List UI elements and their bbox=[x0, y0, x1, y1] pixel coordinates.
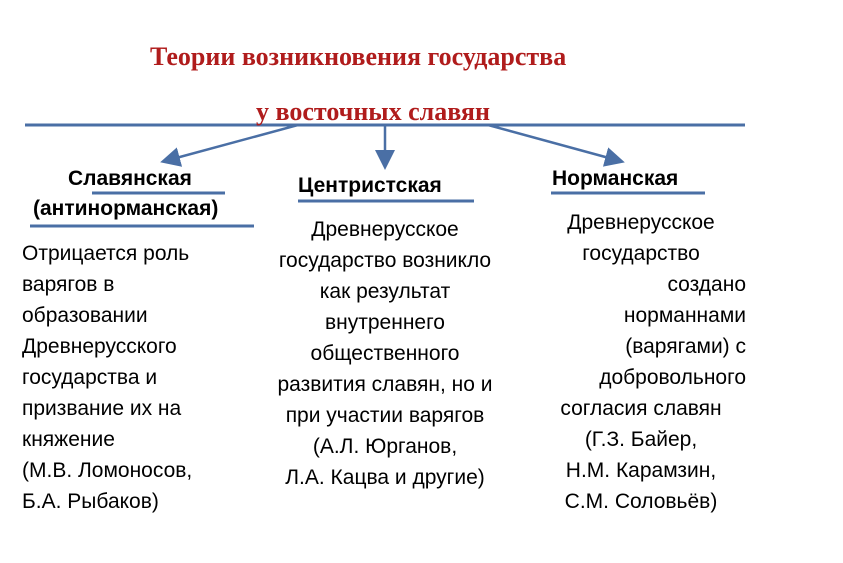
description-line: княжение bbox=[22, 428, 115, 451]
arrow-to-slavic bbox=[160, 123, 299, 167]
description-line: образовании bbox=[22, 304, 148, 327]
arrow-to-norman bbox=[487, 123, 625, 167]
description-line: создано bbox=[667, 273, 746, 296]
slavic-theory-description: Отрицается роль варягов в образовании Др… bbox=[22, 238, 192, 517]
page-title-line-1: Теории возникновения государства bbox=[150, 42, 567, 71]
description-line: варягов в bbox=[22, 273, 115, 296]
centrist-theory-heading: Центристская bbox=[298, 174, 442, 197]
centrist-theory-description: Древнерусское государство возникло как р… bbox=[250, 214, 520, 493]
description-line: (Г.З. Байер, bbox=[584, 428, 698, 451]
slavic-theory-subheading: (антинорманская) bbox=[33, 197, 219, 220]
description-line: общественного bbox=[310, 342, 460, 365]
description-line: С.М. Соловьёв) bbox=[564, 490, 718, 513]
description-line: Древнерусское bbox=[311, 218, 459, 241]
description-line: как результат bbox=[319, 280, 451, 303]
description-line: добровольного bbox=[599, 366, 746, 389]
description-line: государства и bbox=[22, 366, 158, 389]
description-line: развития славян, но и bbox=[277, 373, 493, 396]
norman-theory-heading: Норманская bbox=[552, 167, 679, 190]
norman-theory-description: Древнерусское государство создано норман… bbox=[536, 207, 746, 517]
description-line: призвание их на bbox=[22, 397, 182, 420]
description-line: Древнерусского bbox=[22, 335, 177, 358]
description-line: (М.В. Ломоносов, bbox=[22, 459, 193, 482]
description-line: государство возникло bbox=[278, 249, 492, 272]
description-line: Древнерусское bbox=[567, 211, 715, 234]
page-title-line-2: у восточных славян bbox=[256, 97, 490, 126]
description-line: Л.А. Кацва и другие) bbox=[285, 466, 485, 489]
description-line: государство bbox=[582, 242, 700, 265]
description-line: внутреннего bbox=[325, 311, 445, 334]
description-line: Б.А. Рыбаков) bbox=[22, 490, 159, 513]
description-line: (варягами) с bbox=[625, 335, 746, 358]
description-line: при участии варягов bbox=[285, 404, 485, 427]
description-line: (А.Л. Юрганов, bbox=[312, 435, 458, 458]
description-line: Н.М. Карамзин, bbox=[565, 459, 717, 482]
slavic-theory-heading: Славянская bbox=[68, 167, 192, 190]
description-line: согласия славян bbox=[560, 397, 722, 420]
description-line: Отрицается роль bbox=[22, 242, 190, 265]
description-line: норманнами bbox=[623, 304, 746, 327]
